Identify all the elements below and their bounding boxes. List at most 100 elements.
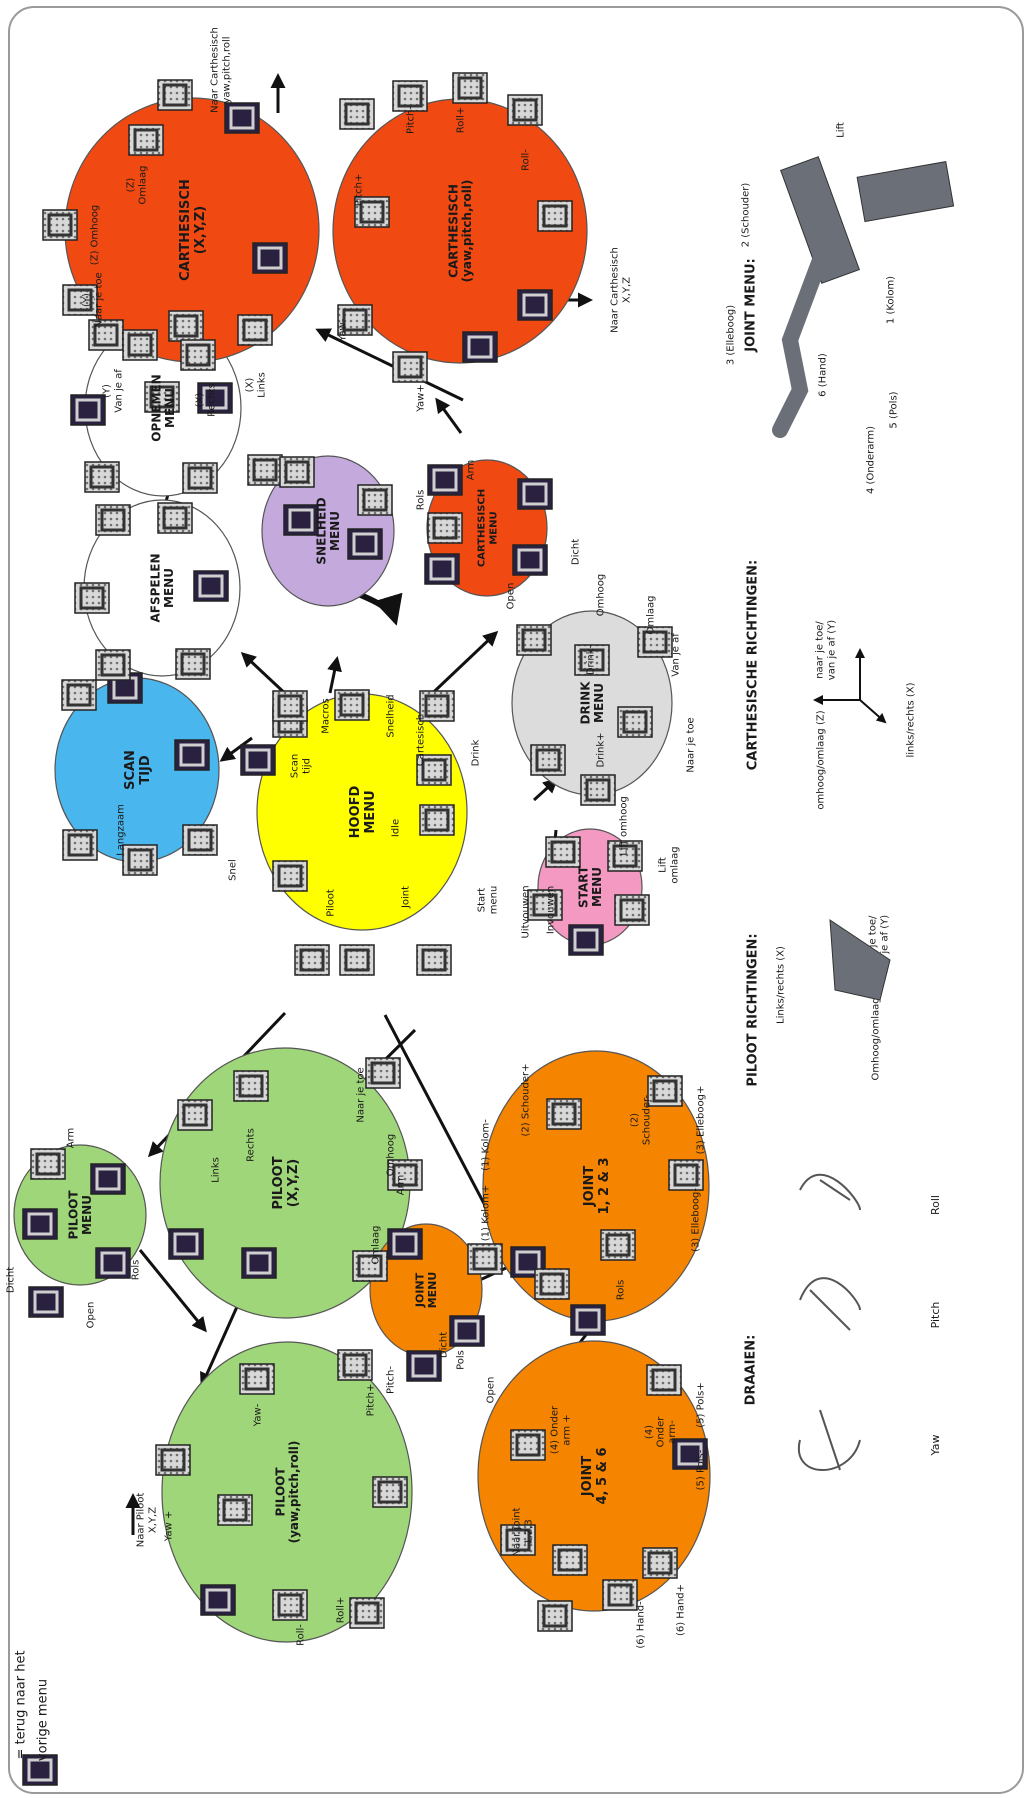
menu-icon-button[interactable]: [468, 1244, 502, 1274]
menu-icon-button[interactable]: [428, 465, 462, 495]
menu-icon-button[interactable]: [295, 945, 329, 975]
option-label: Idle: [391, 819, 402, 837]
menu-icon-button[interactable]: [463, 332, 497, 362]
menu-icon-button[interactable]: [238, 315, 272, 345]
menu-icon-button[interactable]: [407, 1351, 441, 1381]
menu-icon-button[interactable]: [393, 352, 427, 382]
menu-icon-button[interactable]: [63, 830, 97, 860]
menu-icon-button[interactable]: [547, 1099, 581, 1129]
menu-icon-button[interactable]: [518, 290, 552, 320]
menu-icon-button[interactable]: [75, 583, 109, 613]
menu-icon-button[interactable]: [225, 103, 259, 133]
menu-icon-button[interactable]: [517, 625, 551, 655]
menu-icon-button[interactable]: [242, 1248, 276, 1278]
menu-icon-button[interactable]: [241, 745, 275, 775]
menu-icon-button[interactable]: [420, 805, 454, 835]
menu-icon-button[interactable]: [388, 1229, 422, 1259]
menu-icon-button[interactable]: [158, 80, 192, 110]
menu-icon-button[interactable]: [176, 649, 210, 679]
robot-label: 2 (Schouder): [741, 183, 752, 248]
menu-icon-button[interactable]: [183, 463, 217, 493]
menu-icon-button[interactable]: [175, 740, 209, 770]
menu-icon-button[interactable]: [601, 1230, 635, 1260]
menu-icon-button[interactable]: [169, 1229, 203, 1259]
menu-icon-button[interactable]: [428, 513, 462, 543]
menu-icon-button[interactable]: [284, 505, 318, 535]
menu-icon-button[interactable]: [618, 707, 652, 737]
menu-icon-button[interactable]: [129, 125, 163, 155]
menu-icon-button[interactable]: [31, 1149, 65, 1179]
option-label: Van je af: [671, 633, 682, 677]
menu-icon-button[interactable]: [248, 455, 282, 485]
menu-icon-button[interactable]: [450, 1316, 484, 1346]
menu-icon-button[interactable]: [358, 485, 392, 515]
menu-icon-button[interactable]: [615, 895, 649, 925]
menu-icon-button[interactable]: [183, 825, 217, 855]
menu-icon-button[interactable]: [538, 1601, 572, 1631]
menu-icon-button[interactable]: [178, 1100, 212, 1130]
menu-icon-button[interactable]: [273, 861, 307, 891]
menu-icon-button[interactable]: [273, 1590, 307, 1620]
menu-icon-button[interactable]: [531, 745, 565, 775]
menu-icon-button[interactable]: [350, 1598, 384, 1628]
menu-icon-button[interactable]: [425, 554, 459, 584]
menu-icon-button[interactable]: [273, 691, 307, 721]
menu-icon-button[interactable]: [643, 1548, 677, 1578]
menu-icon-button[interactable]: [338, 1350, 372, 1380]
menu-icon-button[interactable]: [453, 73, 487, 103]
menu-icon-button[interactable]: [535, 1269, 569, 1299]
menu-icon-button[interactable]: [85, 462, 119, 492]
menu-icon-button[interactable]: [23, 1209, 57, 1239]
menu-icon-button[interactable]: [648, 1076, 682, 1106]
option-label: (1) Kolom-: [481, 1119, 492, 1171]
menu-icon-button[interactable]: [194, 571, 228, 601]
menu-icon-button[interactable]: [123, 845, 157, 875]
menu-icon-button[interactable]: [373, 1477, 407, 1507]
menu-icon-button[interactable]: [669, 1160, 703, 1190]
menu-icon-button[interactable]: [348, 529, 382, 559]
menu-icon-button[interactable]: [158, 503, 192, 533]
menu-icon-button[interactable]: [169, 311, 203, 341]
menu-icon-button[interactable]: [218, 1495, 252, 1525]
menu-icon-button[interactable]: [71, 395, 105, 425]
menu-icon-button[interactable]: [538, 201, 572, 231]
menu-icon-button[interactable]: [417, 945, 451, 975]
rotation-label: Roll: [929, 1195, 942, 1215]
menu-icon-button[interactable]: [513, 545, 547, 575]
menu-icon-button[interactable]: [518, 479, 552, 509]
menu-icon-button[interactable]: [91, 1164, 125, 1194]
menu-icon-button[interactable]: [123, 330, 157, 360]
option-label: Drink: [471, 739, 482, 766]
menu-icon-button[interactable]: [201, 1585, 235, 1615]
menu-icon-button[interactable]: [647, 1365, 681, 1395]
roll-illustration: [800, 1175, 860, 1210]
option-label: Open: [486, 1377, 497, 1404]
menu-icon-button[interactable]: [366, 1058, 400, 1088]
menu-icon-button[interactable]: [511, 1430, 545, 1460]
menu-icon-button[interactable]: [340, 99, 374, 129]
menu-icon-button[interactable]: [553, 1545, 587, 1575]
menu-icon-button[interactable]: [508, 95, 542, 125]
menu-icon-button[interactable]: [29, 1287, 63, 1317]
menu-icon-button[interactable]: [156, 1445, 190, 1475]
menu-icon-button[interactable]: [43, 210, 77, 240]
menu-icon-button[interactable]: [280, 457, 314, 487]
menu-icon-button[interactable]: [96, 650, 130, 680]
option-label: Naar je toe: [356, 1067, 367, 1122]
menu-icon-button[interactable]: [181, 340, 215, 370]
menu-icon-button[interactable]: [96, 505, 130, 535]
option-label: (6) Hand+: [676, 1584, 687, 1636]
menu-icon-button[interactable]: [581, 775, 615, 805]
menu-icon-button[interactable]: [569, 925, 603, 955]
menu-icon-button[interactable]: [96, 1248, 130, 1278]
menu-icon-button[interactable]: [234, 1071, 268, 1101]
menu-icon-button[interactable]: [571, 1305, 605, 1335]
menu-icon-button[interactable]: [603, 1580, 637, 1610]
menu-icon-button[interactable]: [253, 243, 287, 273]
flow-arrow: [330, 659, 337, 693]
menu-icon-button[interactable]: [546, 837, 580, 867]
menu-icon-button[interactable]: [62, 680, 96, 710]
menu-icon-button[interactable]: [240, 1364, 274, 1394]
menu-icon-button[interactable]: [335, 690, 369, 720]
menu-icon-button[interactable]: [340, 945, 374, 975]
